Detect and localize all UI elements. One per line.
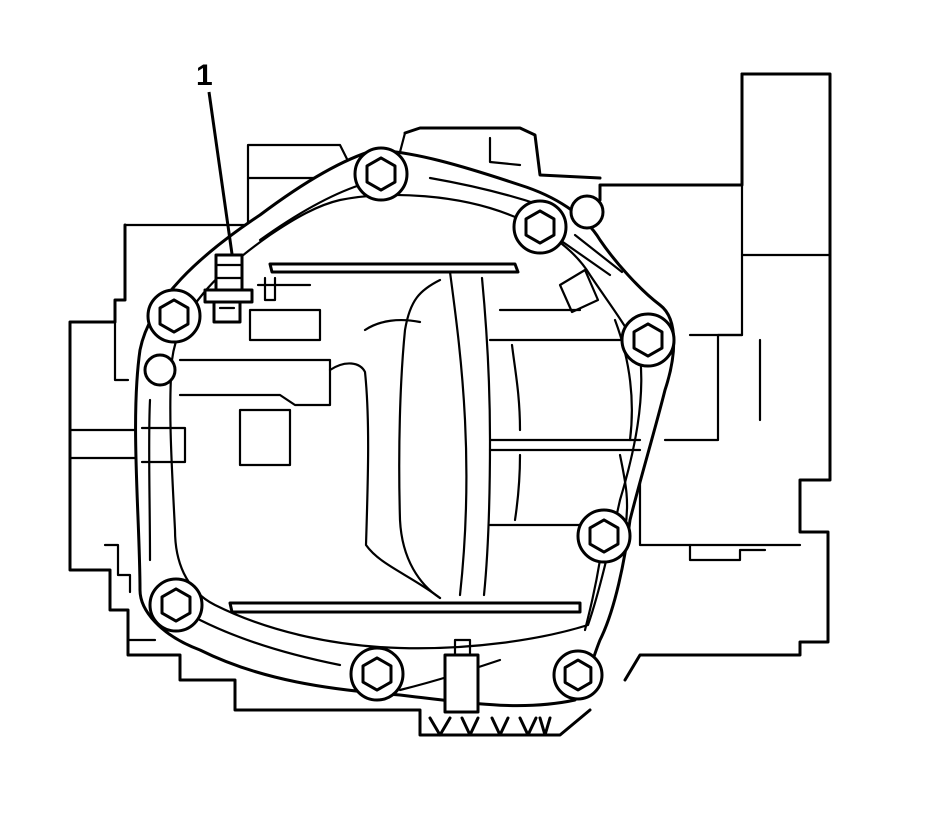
callout-number: 1 xyxy=(196,59,213,92)
sensor-component xyxy=(203,253,254,324)
cover-flange xyxy=(134,148,676,708)
bolt-7 xyxy=(349,646,405,702)
bolt-hex-head xyxy=(160,587,192,623)
bolt-5 xyxy=(576,508,632,564)
bolt-hex-head xyxy=(361,656,393,692)
dowel-boss-2 xyxy=(143,353,177,387)
cover-bolts xyxy=(143,146,676,702)
bolt-hex-head xyxy=(524,209,556,245)
callout-leader-line xyxy=(207,91,234,255)
callout-1: 1 xyxy=(196,59,234,255)
bolt-6 xyxy=(148,577,204,633)
bolt-hex-head xyxy=(563,658,593,692)
bolt-4 xyxy=(620,312,676,368)
bolt-1 xyxy=(353,146,409,202)
bolt-hex-head xyxy=(158,298,190,334)
bolt-3 xyxy=(146,288,202,344)
bolt-2 xyxy=(512,199,568,255)
bolt-hex-head xyxy=(365,156,397,192)
bolt-hex-head xyxy=(632,322,664,358)
dowel-boss-1 xyxy=(569,194,605,230)
bolt-8 xyxy=(552,649,604,701)
bolt-hex-head xyxy=(588,518,620,554)
